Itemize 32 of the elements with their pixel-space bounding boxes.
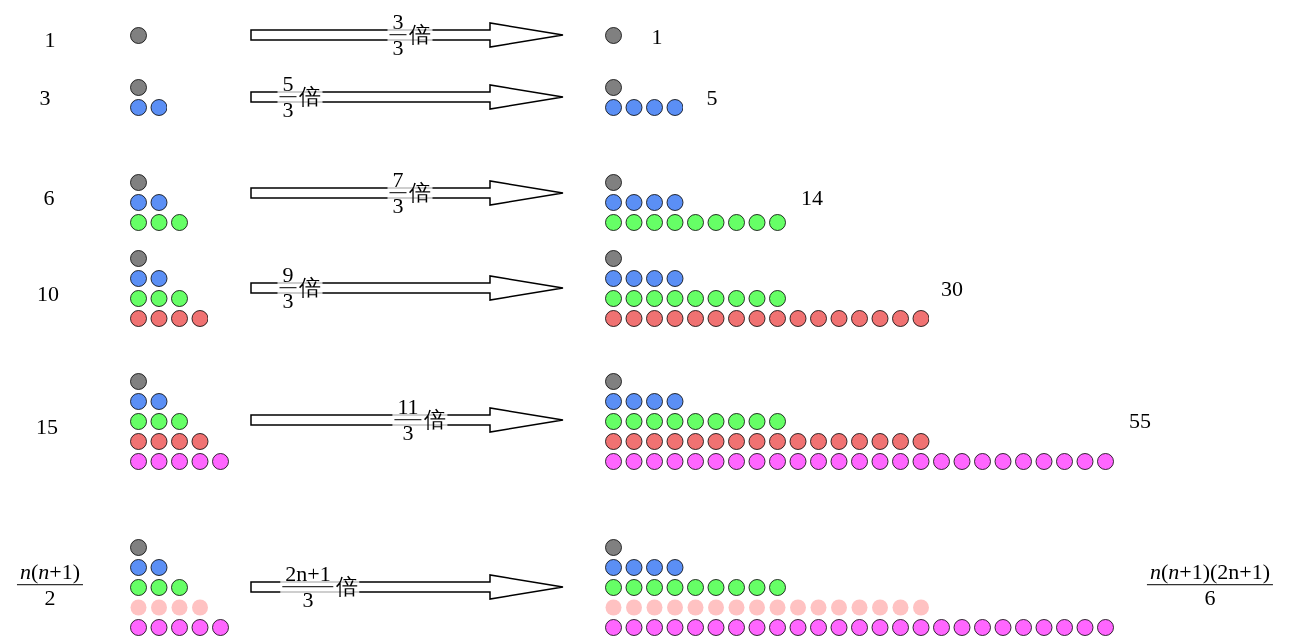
fraction-numerator: 7 [389,167,407,194]
count-number: 1 [651,24,663,50]
count-number: 55 [1129,408,1151,434]
fraction-numerator: 5 [279,71,297,98]
fraction-denominator: 3 [282,288,294,314]
fraction-numerator: 9 [279,262,297,289]
count-number: 30 [941,276,963,302]
edge-label: 倍 [298,83,321,111]
count-number: 1 [44,27,56,53]
fraction-denominator: 2 [44,585,56,611]
count-number: 6 [43,185,55,211]
count-number: 14 [801,185,823,211]
count-number: 15 [36,414,58,440]
fraction-denominator: 3 [282,97,294,123]
fraction-denominator: 3 [392,35,404,61]
edge-label: 倍 [298,274,321,302]
fraction-denominator: 3 [392,193,404,219]
edge-label: 倍 [408,179,431,207]
fraction-numerator: 3 [389,9,407,36]
count-number: 5 [706,85,718,111]
edge-label: 倍 [408,21,431,49]
fraction-denominator: 3 [302,587,314,613]
fraction-numerator: n(n+1) [16,559,84,586]
fraction-numerator: 11 [394,394,422,421]
fraction-numerator: n(n+1)(2n+1) [1146,559,1274,586]
fraction-denominator: 6 [1204,585,1216,611]
edge-label: 倍 [423,406,446,434]
fraction-numerator: 2n+1 [282,561,334,588]
fraction-denominator: 3 [402,420,414,446]
edge-label: 倍 [335,573,358,601]
count-number: 10 [37,281,59,307]
count-number: 3 [39,85,51,111]
